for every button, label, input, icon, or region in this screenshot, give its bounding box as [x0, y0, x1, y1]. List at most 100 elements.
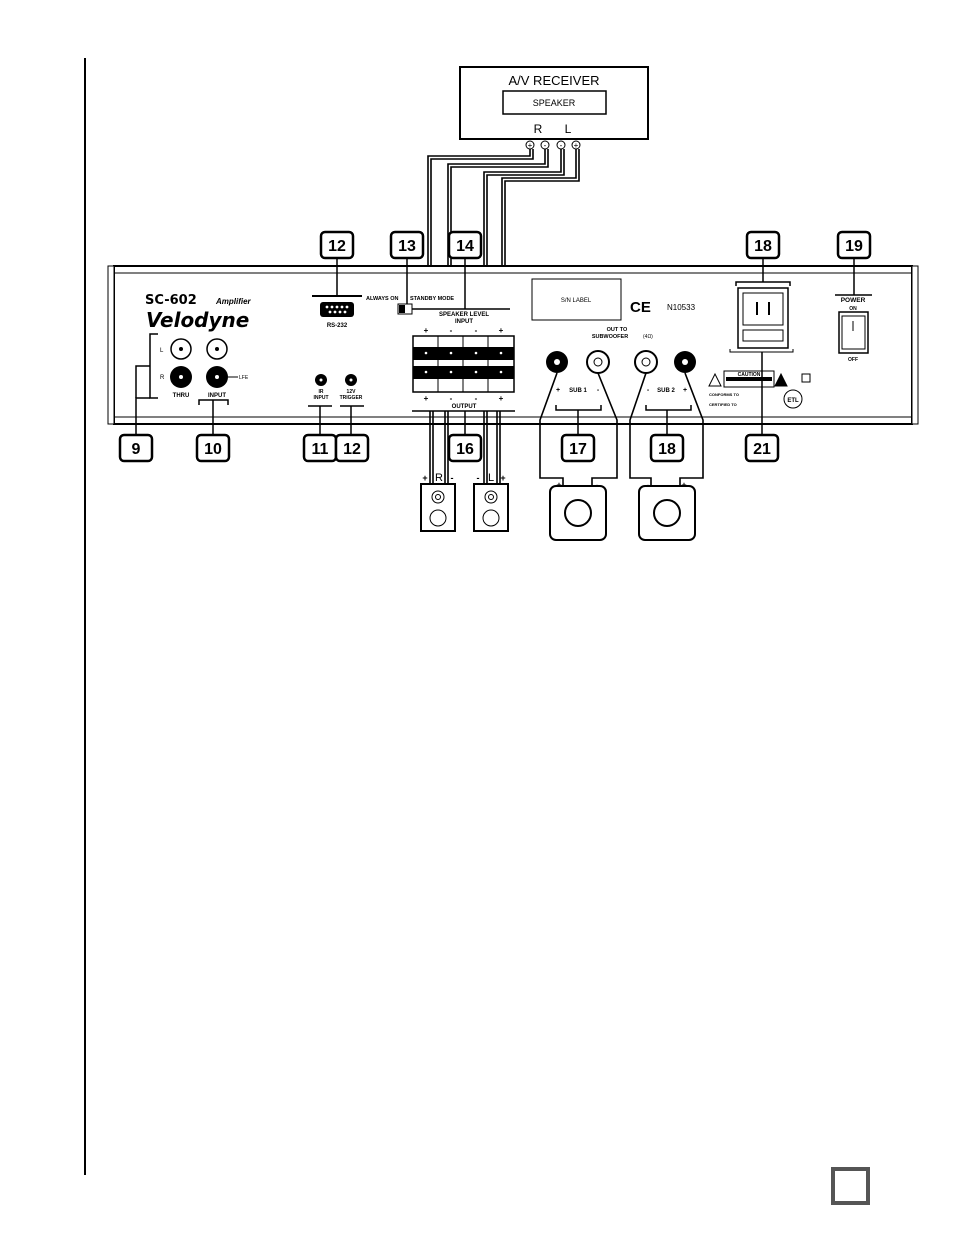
svg-text:16: 16: [456, 441, 474, 458]
svg-text:14: 14: [456, 238, 474, 255]
av-receiver: A/V RECEIVER SPEAKER R L + - - +: [459, 66, 649, 150]
fuse-location: [742, 329, 784, 342]
svg-text:+: +: [556, 387, 560, 394]
callout-10: 10: [195, 433, 231, 463]
callout-20: 19: [836, 230, 872, 260]
speaker-level-input-label: INPUT: [455, 319, 473, 325]
callout-9: 9: [118, 433, 154, 463]
trigger-label: TRIGGER: [340, 395, 363, 401]
svg-text:12: 12: [328, 238, 346, 255]
power-inlet: [729, 281, 794, 353]
rca-inputs: L R LFE THRU INPUT: [149, 333, 249, 399]
receiver-channel-l: L: [565, 122, 572, 136]
svg-text:+: +: [424, 326, 429, 335]
speaker-level-terminals: SPEAKER LEVEL INPUT + - - + + - - + OUTP…: [412, 308, 515, 412]
rca-r-label: R: [160, 375, 165, 381]
output-label: OUTPUT: [452, 404, 477, 410]
model-name: SC-602: [145, 293, 197, 308]
callout-17: 17: [560, 433, 596, 463]
svg-text:+: +: [499, 394, 504, 403]
callout-18: 18: [649, 433, 685, 463]
speaker-r: + R -: [420, 472, 456, 532]
ce-mark: CE: [630, 299, 651, 316]
svg-text:11: 11: [312, 441, 329, 458]
subwoofer-2: - +: [638, 480, 696, 541]
brand-logo: Velodyne: [146, 308, 249, 332]
receiver-terminals: + - - +: [525, 140, 581, 150]
caution-text: CAUTION: [738, 372, 761, 378]
svg-text:19: 19: [845, 238, 863, 255]
svg-text:-: -: [450, 326, 453, 335]
svg-text:-: -: [544, 141, 547, 150]
svg-text:12: 12: [343, 441, 361, 458]
receiver-speaker-box: [502, 90, 607, 115]
power-off-label: OFF: [848, 357, 858, 363]
svg-text:18: 18: [658, 441, 676, 458]
callout-21: 21: [744, 433, 780, 463]
callout-19: 18: [745, 230, 781, 260]
sub2-label: SUB 2: [657, 388, 675, 394]
callout-16: 16: [447, 433, 483, 463]
svg-text:13: 13: [398, 238, 416, 255]
speaker-l: - L +: [473, 472, 509, 532]
receiver-title: A/V RECEIVER: [508, 73, 599, 88]
svg-text:-: -: [477, 473, 480, 483]
callout-15: 14: [447, 230, 483, 260]
svg-text:18: 18: [754, 238, 772, 255]
out-to-label: OUT TO: [607, 327, 628, 333]
speaker-r-label: R: [435, 472, 443, 484]
conforms-text: CONFORMS TO: [709, 392, 739, 397]
ir-label: IR: [319, 389, 324, 395]
standby-mode-label: STANDBY MODE: [410, 296, 454, 302]
always-on-label: ALWAYS ON: [366, 296, 399, 302]
certified-text: CERTIFIED TO: [709, 402, 737, 407]
callout-13: 12: [319, 230, 355, 260]
svg-text:+: +: [574, 141, 579, 150]
model-suffix: Amplifier: [215, 297, 252, 306]
callout-leaders: [135, 258, 855, 434]
input-label: INPUT: [208, 393, 226, 399]
speaker-l-label: L: [488, 472, 494, 484]
subwoofer-1: + -: [549, 480, 607, 541]
svg-text:-: -: [450, 394, 453, 403]
receiver-speaker-label: SPEAKER: [533, 98, 576, 108]
callout-12: 12: [334, 433, 370, 463]
rs232-label: RS-232: [327, 323, 348, 329]
svg-text:+: +: [528, 141, 533, 150]
power-on-label: ON: [849, 306, 857, 312]
output-speaker-wires: [429, 411, 501, 484]
power-switch[interactable]: POWER ON OFF: [835, 294, 872, 363]
amplifier-rear-panel: SC-602 Amplifier Velodyne L R LFE THRU I…: [107, 265, 919, 425]
receiver-channel-r: R: [534, 122, 543, 136]
svg-text:-: -: [475, 394, 478, 403]
svg-text:ETL: ETL: [787, 398, 799, 404]
sub1-label: SUB 1: [569, 388, 587, 394]
svg-text:-: -: [560, 141, 563, 150]
svg-text:-: -: [451, 473, 454, 483]
thru-label: THRU: [173, 393, 190, 399]
sn-label-box: [531, 278, 622, 321]
svg-text:+: +: [422, 473, 427, 483]
subwoofer-wires: [539, 372, 704, 486]
svg-text:10: 10: [204, 441, 222, 458]
etl-mark: [783, 389, 803, 409]
rca-l-label: L: [160, 348, 164, 354]
svg-text:-: -: [647, 387, 650, 394]
svg-text:+: +: [500, 473, 505, 483]
ir-input-label: INPUT: [314, 395, 329, 401]
svg-text:+: +: [424, 394, 429, 403]
callout-11: 11: [302, 433, 338, 463]
power-label: POWER: [841, 297, 866, 304]
svg-text:9: 9: [132, 441, 141, 458]
callouts: 12 13 14 18 19 9 10 11 12 16 17 18 21: [118, 230, 872, 463]
svg-text:-: -: [597, 387, 600, 394]
sn-label: S/N LABEL: [561, 298, 592, 304]
lfe-label: LFE: [239, 375, 249, 381]
svg-text:-: -: [475, 326, 478, 335]
ohms-label: (4Ω): [643, 334, 653, 340]
ir-trigger-jacks: IR INPUT 12V TRIGGER: [314, 374, 363, 401]
svg-text:17: 17: [569, 441, 587, 458]
speaker-level-label: SPEAKER LEVEL: [439, 312, 489, 318]
svg-text:+: +: [499, 326, 504, 335]
